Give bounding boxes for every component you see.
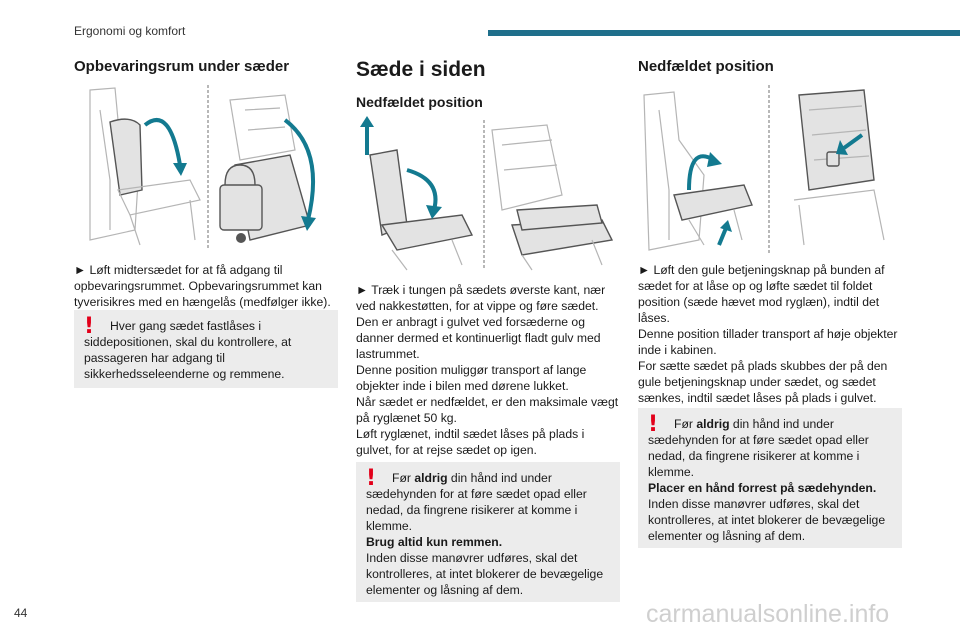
header-bar	[488, 30, 960, 36]
warning-emphasis: aldrig	[696, 417, 730, 431]
side-seat-line: Løft ryglænet, indtil sædet låses på pla…	[356, 427, 585, 457]
warning-emphasis: aldrig	[414, 471, 448, 485]
side-seat-line: Når sædet er nedfældet, er den maksimale…	[356, 395, 619, 425]
folded-paragraphs: ► Løft den gule betjeningsknap på bunden…	[638, 262, 903, 406]
side-seat-paragraphs: ► Træk i tungen på sædets øverste kant, …	[356, 282, 621, 458]
warning-box-side-seat: ! Før aldrig din hånd ind under sædehynd…	[356, 462, 620, 602]
illustration-side-seat	[360, 116, 614, 271]
warning-post: din hånd ind under sædehynden for at før…	[366, 471, 587, 533]
warning-text-side-seat: Før aldrig din hånd ind under sædehynden…	[366, 470, 610, 534]
warning-box-storage: ! Hver gang sædet fastlåses i siddeposit…	[74, 310, 338, 388]
exclamation-icon: !	[84, 314, 95, 339]
warning-instruction: Brug altid kun remmen.	[366, 535, 503, 549]
warning-box-folded: ! Før aldrig din hånd ind under sædehynd…	[638, 408, 902, 548]
column-1: Opbevaringsrum under sæder	[74, 58, 339, 75]
watermark: carmanualsonline.info	[646, 600, 890, 628]
storage-paragraph: ► Løft midtersædet for at få adgang til …	[74, 263, 331, 309]
illustration-storage	[89, 85, 316, 250]
warning-tail: Inden disse manøvrer udføres, skal det k…	[648, 497, 886, 543]
folded-line: Denne position tillader transport af høj…	[638, 327, 898, 357]
chapter-header: Ergonomi og komfort	[74, 24, 186, 38]
subtitle-folded-position: Nedfældet position	[356, 94, 483, 110]
warning-tail: Inden disse manøvrer udføres, skal det k…	[366, 551, 604, 597]
section-title-side-seat: Sæde i siden	[356, 58, 486, 81]
warning-instruction: Placer en hånd forrest på sædehynden.	[648, 481, 877, 495]
page-number: 44	[14, 606, 28, 620]
warning-text-storage: Hver gang sædet fastlåses i siddepositio…	[84, 319, 292, 381]
subtitle-folded-1-wrap: Nedfældet position	[356, 94, 483, 110]
side-seat-step: ► Træk i tungen på sædets øverste kant, …	[356, 283, 606, 313]
folded-step: ► Løft den gule betjeningsknap på bunden…	[638, 263, 885, 325]
side-seat-line: Denne position muliggør transport af lan…	[356, 363, 587, 393]
folded-line: For sætte sædet på plads skubbes der på …	[638, 359, 888, 405]
section-title-storage: Opbevaringsrum under sæder	[74, 58, 290, 75]
side-seat-line: Den er anbragt i gulvet ved forsæderne o…	[356, 315, 601, 361]
column-3: Nedfældet position	[638, 58, 903, 75]
section-title-folded: Nedfældet position	[638, 58, 774, 75]
warning-pre: Før	[674, 417, 697, 431]
column-2: Sæde i siden	[356, 58, 621, 82]
illustration-folded	[643, 85, 885, 255]
exclamation-icon: !	[366, 466, 377, 491]
warning-post: din hånd ind under sædehynden for at før…	[648, 417, 869, 479]
warning-pre: Før	[392, 471, 415, 485]
exclamation-icon: !	[648, 412, 659, 437]
warning-text-folded: Før aldrig din hånd ind under sædehynden…	[648, 416, 892, 480]
